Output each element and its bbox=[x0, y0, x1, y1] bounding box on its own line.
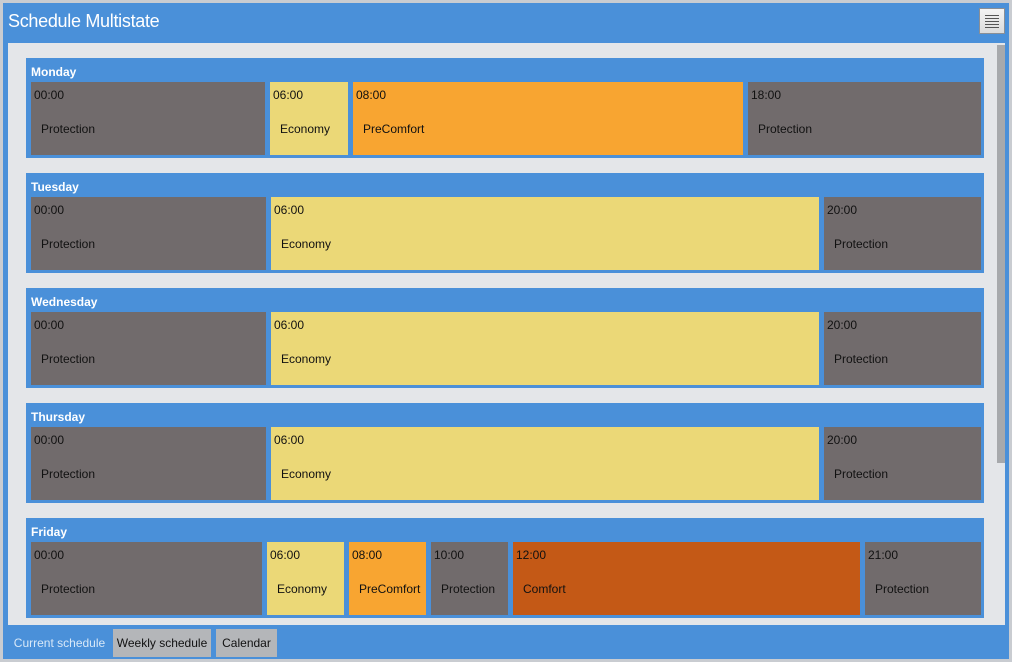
day-name: Monday bbox=[31, 65, 77, 79]
block-state-label: Protection bbox=[834, 352, 889, 366]
block-start-time: 10:00 bbox=[434, 548, 465, 562]
day-name: Tuesday bbox=[31, 180, 79, 194]
block-state-label: Protection bbox=[834, 467, 889, 481]
tab-weekly-schedule[interactable]: Weekly schedule bbox=[113, 629, 211, 657]
block-start-time: 06:00 bbox=[274, 318, 305, 332]
block-start-time: 00:00 bbox=[34, 318, 65, 332]
block-state-label: PreComfort bbox=[359, 582, 421, 596]
block-start-time: 21:00 bbox=[868, 548, 899, 562]
block-start-time: 06:00 bbox=[270, 548, 301, 562]
block-state-label: Protection bbox=[41, 582, 96, 596]
day-name: Friday bbox=[31, 525, 68, 539]
block-state-label: Economy bbox=[281, 237, 332, 251]
block-state-label: Protection bbox=[41, 467, 96, 481]
title-bar: Schedule Multistate bbox=[3, 3, 1009, 43]
block-state-label: Protection bbox=[41, 237, 96, 251]
block-state-label: Protection bbox=[441, 582, 496, 596]
block-state-label: Economy bbox=[281, 467, 332, 481]
tab-current-schedule[interactable]: Current schedule bbox=[8, 629, 111, 657]
block-start-time: 00:00 bbox=[34, 203, 65, 217]
block-state-label: Economy bbox=[281, 352, 332, 366]
tab-bar: Current schedule Weekly schedule Calenda… bbox=[8, 627, 1005, 657]
block-state-label: Economy bbox=[280, 122, 331, 136]
tab-calendar[interactable]: Calendar bbox=[216, 629, 277, 657]
block-start-time: 00:00 bbox=[34, 548, 65, 562]
block-start-time: 20:00 bbox=[827, 318, 858, 332]
block-start-time: 08:00 bbox=[352, 548, 383, 562]
block-start-time: 08:00 bbox=[356, 88, 387, 102]
block-start-time: 00:00 bbox=[34, 433, 65, 447]
vertical-scrollbar[interactable] bbox=[996, 45, 1005, 623]
day-name: Wednesday bbox=[31, 295, 98, 309]
block-state-label: Protection bbox=[41, 122, 96, 136]
window-title: Schedule Multistate bbox=[8, 11, 160, 31]
hamburger-menu-icon[interactable] bbox=[979, 8, 1005, 34]
block-state-label: Comfort bbox=[523, 582, 566, 596]
block-start-time: 20:00 bbox=[827, 433, 858, 447]
block-state-label: PreComfort bbox=[363, 122, 425, 136]
block-start-time: 18:00 bbox=[751, 88, 782, 102]
block-start-time: 00:00 bbox=[34, 88, 65, 102]
block-state-label: Protection bbox=[834, 237, 889, 251]
block-start-time: 06:00 bbox=[273, 88, 304, 102]
block-state-label: Protection bbox=[875, 582, 930, 596]
block-start-time: 06:00 bbox=[274, 433, 305, 447]
block-state-label: Protection bbox=[758, 122, 813, 136]
block-start-time: 20:00 bbox=[827, 203, 858, 217]
block-start-time: 06:00 bbox=[274, 203, 305, 217]
block-start-time: 12:00 bbox=[516, 548, 547, 562]
day-name: Thursday bbox=[31, 410, 86, 424]
scrollbar-thumb[interactable] bbox=[997, 45, 1005, 463]
block-state-label: Economy bbox=[277, 582, 328, 596]
block-state-label: Protection bbox=[41, 352, 96, 366]
